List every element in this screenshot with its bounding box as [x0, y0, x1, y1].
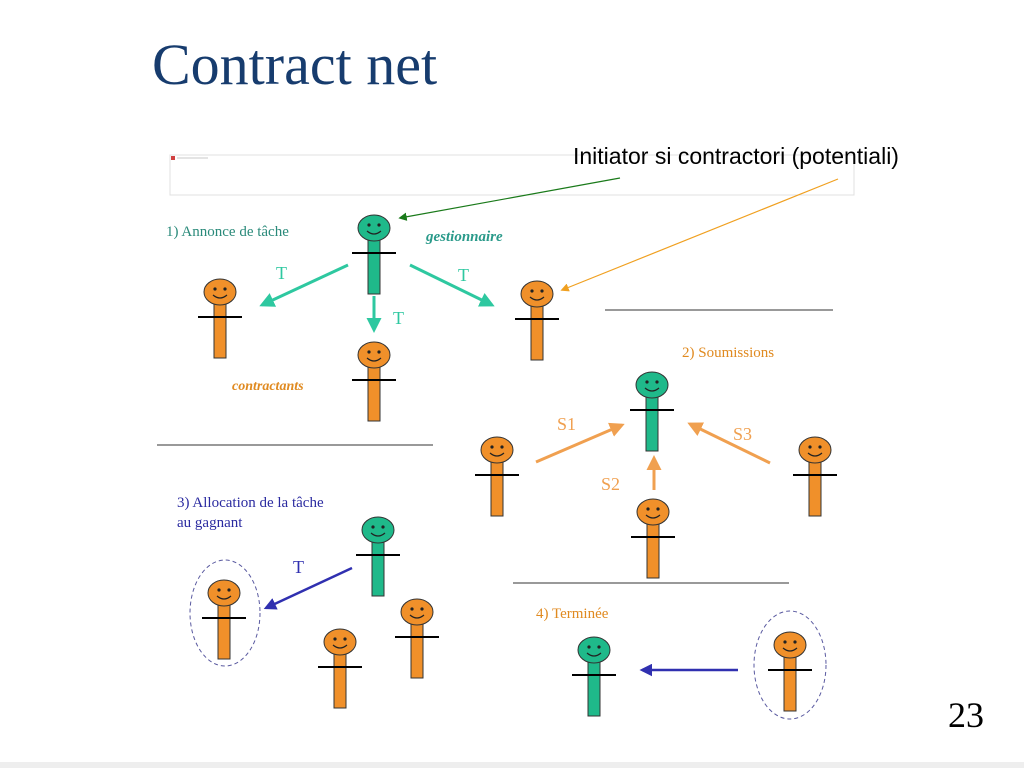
task-arrow-right-label: T — [458, 265, 469, 285]
bid-arrow-s3 — [687, 422, 771, 465]
manager-figure — [572, 636, 616, 717]
bid-arrow-s1 — [535, 422, 625, 464]
award-arrow-label: T — [293, 557, 304, 577]
embedded-image-frame — [169, 154, 855, 196]
manager-figure — [630, 371, 674, 452]
winner-highlight — [753, 610, 827, 720]
slide-title: Contract net — [152, 32, 438, 97]
step3-label-line2: au gagnant — [177, 515, 243, 531]
contractor-figure — [352, 341, 396, 422]
contractor-figure — [475, 436, 519, 517]
step4-label: 4) Terminée — [536, 606, 609, 622]
callout-arrow-manager — [398, 177, 621, 221]
step3-label-line1: 3) Allocation de la tâche — [177, 495, 324, 511]
page-number: 23 — [948, 695, 984, 735]
contractor-figure — [318, 628, 362, 709]
task-arrow-down-label: T — [393, 308, 404, 328]
contractor-figure — [202, 579, 246, 660]
manager-figure — [356, 516, 400, 597]
initiator-contractors-callout: Initiator si contractori (potentiali) — [573, 143, 899, 169]
task-arrow-left-label: T — [276, 263, 287, 283]
winner-highlight — [189, 559, 261, 667]
manager-role-label: gestionnaire — [425, 229, 503, 245]
contractor-figure — [631, 498, 675, 579]
bid-label-s1: S1 — [557, 414, 576, 434]
callout-arrow-contractor — [560, 178, 839, 292]
contractor-figure — [515, 280, 559, 361]
contractor-figure — [395, 598, 439, 679]
contractors-role-label: contractants — [232, 379, 304, 394]
manager-figure — [352, 214, 396, 295]
step1-label: 1) Annonce de tâche — [166, 224, 289, 240]
bid-label-s3: S3 — [733, 424, 752, 444]
award-arrow — [263, 566, 353, 610]
task-arrow-left — [259, 263, 349, 307]
contractor-figure — [768, 631, 812, 712]
step2-label: 2) Soumissions — [682, 345, 774, 361]
task-arrow-right — [409, 263, 495, 307]
contractor-figure — [793, 436, 837, 517]
bid-label-s2: S2 — [601, 474, 620, 494]
contractor-figure — [198, 278, 242, 359]
footer-rule — [0, 762, 1024, 768]
